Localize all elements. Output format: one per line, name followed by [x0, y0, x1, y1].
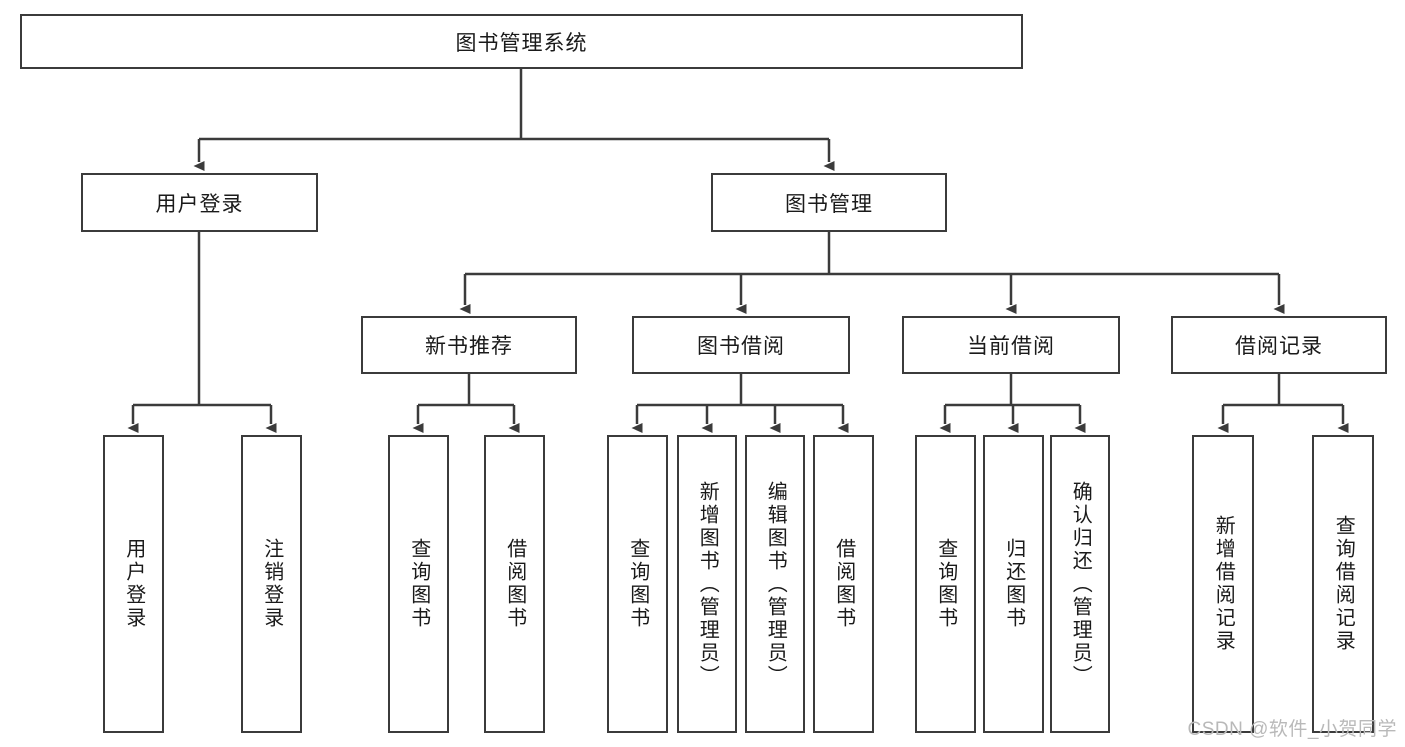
- node-leaf-return-book-label: 归还图书: [1002, 538, 1025, 630]
- node-borrow-record-label: 借阅记录: [1235, 335, 1323, 358]
- node-leaf-logout[interactable]: 注销登录: [241, 435, 302, 733]
- node-leaf-confirm-return-label: 确认归还（管理员）: [1069, 480, 1092, 688]
- node-new-book-recommend-label: 新书推荐: [425, 335, 513, 358]
- node-user-login-label: 用户登录: [155, 192, 244, 216]
- node-new-book-recommend[interactable]: 新书推荐: [361, 316, 577, 374]
- node-leaf-query-book-2[interactable]: 查询图书: [607, 435, 668, 733]
- node-current-borrow[interactable]: 当前借阅: [902, 316, 1120, 374]
- node-leaf-borrow-book-2-label: 借阅图书: [832, 538, 855, 630]
- node-root-label: 图书管理系统: [455, 31, 588, 55]
- node-leaf-logout-label: 注销登录: [260, 538, 283, 630]
- node-leaf-edit-book-label: 编辑图书（管理员）: [764, 480, 787, 688]
- node-leaf-query-book-3[interactable]: 查询图书: [915, 435, 976, 733]
- node-leaf-confirm-return[interactable]: 确认归还（管理员）: [1050, 435, 1110, 733]
- node-user-login[interactable]: 用户登录: [81, 173, 318, 232]
- node-borrow-record[interactable]: 借阅记录: [1171, 316, 1387, 374]
- node-leaf-query-record-label: 查询借阅记录: [1332, 515, 1355, 653]
- node-book-management-label: 图书管理: [785, 192, 873, 216]
- node-leaf-query-book-2-label: 查询图书: [626, 538, 649, 630]
- node-leaf-borrow-book-2[interactable]: 借阅图书: [813, 435, 874, 733]
- node-leaf-user-login[interactable]: 用户登录: [103, 435, 164, 733]
- node-leaf-query-book-3-label: 查询图书: [934, 538, 957, 630]
- node-book-management[interactable]: 图书管理: [711, 173, 947, 232]
- node-book-borrow[interactable]: 图书借阅: [632, 316, 850, 374]
- node-leaf-query-book-1-label: 查询图书: [407, 538, 430, 630]
- node-leaf-user-login-label: 用户登录: [122, 538, 145, 630]
- node-book-borrow-label: 图书借阅: [697, 335, 785, 358]
- node-leaf-return-book[interactable]: 归还图书: [983, 435, 1044, 733]
- node-root[interactable]: 图书管理系统: [20, 14, 1023, 69]
- node-leaf-add-record[interactable]: 新增借阅记录: [1192, 435, 1254, 733]
- node-leaf-add-book[interactable]: 新增图书（管理员）: [677, 435, 737, 733]
- node-leaf-borrow-book-1[interactable]: 借阅图书: [484, 435, 545, 733]
- node-leaf-edit-book[interactable]: 编辑图书（管理员）: [745, 435, 805, 733]
- node-leaf-query-record[interactable]: 查询借阅记录: [1312, 435, 1374, 733]
- watermark: CSDN @软件_小贺同学: [1187, 719, 1397, 740]
- node-leaf-add-book-label: 新增图书（管理员）: [696, 480, 719, 688]
- node-leaf-borrow-book-1-label: 借阅图书: [503, 538, 526, 630]
- node-leaf-add-record-label: 新增借阅记录: [1212, 515, 1235, 653]
- node-leaf-query-book-1[interactable]: 查询图书: [388, 435, 449, 733]
- node-current-borrow-label: 当前借阅: [967, 335, 1055, 358]
